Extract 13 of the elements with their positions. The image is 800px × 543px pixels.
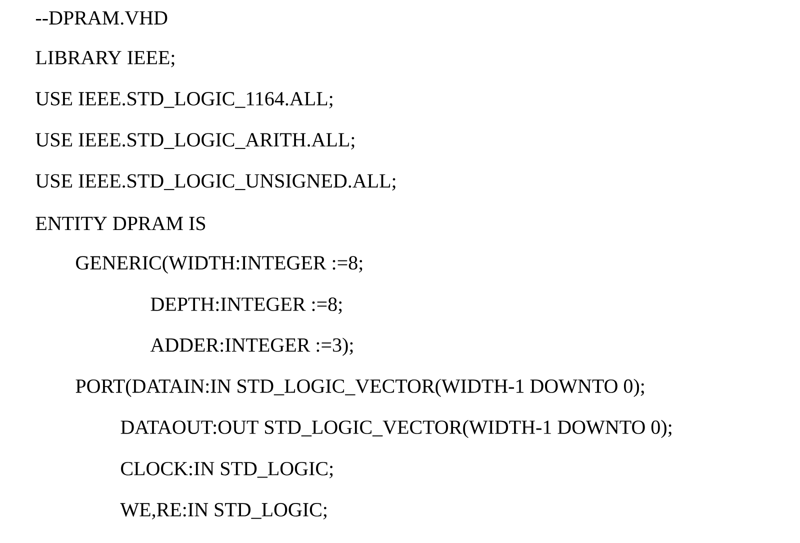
code-line: USE IEEE.STD_LOGIC_ARITH.ALL; [36, 133, 354, 150]
code-line: USE IEEE.STD_LOGIC_UNSIGNED.ALL; [36, 174, 396, 191]
code-line: DATAOUT:OUT STD_LOGIC_VECTOR(WIDTH-1 DOWNTO 0); [120, 420, 672, 438]
code-line: USE IEEE.STD_LOGIC_1164.ALL; [36, 92, 332, 108]
code-line: WE,RE:IN STD_LOGIC; [120, 503, 326, 520]
code-line: LIBRARY IEEE; [36, 50, 174, 68]
code-line: GENERIC(WIDTH:INTEGER :=8; [76, 256, 362, 274]
code-line: DEPTH:INTEGER :=8; [150, 298, 342, 314]
code-line: PORT(DATAIN:IN STD_LOGIC_VECTOR(WIDTH-1 DOWNTO 0); [76, 378, 644, 397]
code-line: CLOCK:IN STD_LOGIC; [121, 462, 333, 478]
code-line: ENTITY DPRAM IS [36, 216, 206, 230]
code-line: --DPRAM.VHD [36, 11, 168, 25]
code-line: ADDER:INTEGER :=3); [150, 338, 353, 356]
